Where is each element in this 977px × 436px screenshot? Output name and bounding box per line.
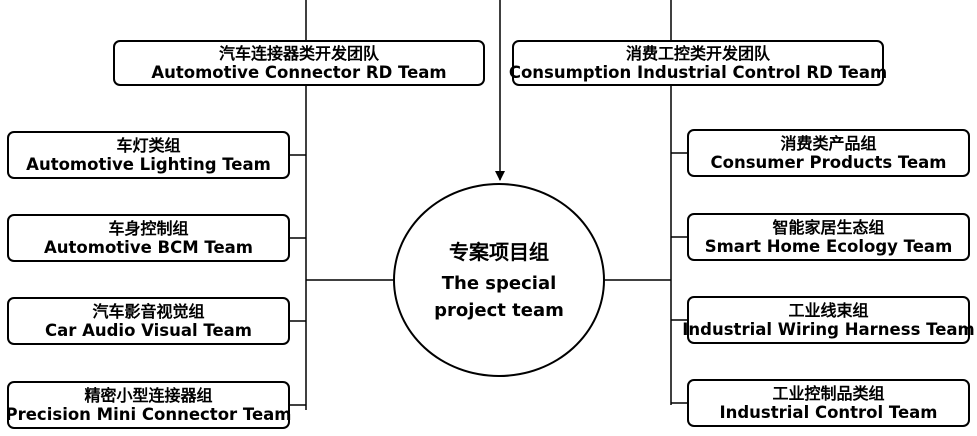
right-team-1-en: Consumer Products Team <box>710 152 947 172</box>
left-team-box-4: 精密小型连接器组 Precision Mini Connector Team <box>5 381 292 429</box>
center-title-en-line2: project team <box>434 299 564 321</box>
right-team-3-zh: 工业线束组 <box>788 300 869 320</box>
automotive-group-zh: 汽车连接器类开发团队 <box>218 43 379 63</box>
automotive-connector-team-box: 汽车连接器类开发团队 Automotive Connector RD Team <box>113 40 485 86</box>
left-team-box-3: 汽车影音视觉组 Car Audio Visual Team <box>7 297 290 345</box>
left-team-box-1: 车灯类组 Automotive Lighting Team <box>7 131 290 179</box>
left-team-4-en: Precision Mini Connector Team <box>5 404 292 424</box>
right-team-box-3: 工业线束组 Industrial Wiring Harness Team <box>682 296 975 344</box>
right-team-box-4: 工业控制品类组 Industrial Control Team <box>687 379 970 427</box>
left-team-1-en: Automotive Lighting Team <box>26 154 271 174</box>
center-title-zh: 专案项目组 <box>449 240 549 265</box>
special-project-team-circle: 专案项目组 The special project team <box>393 183 605 377</box>
right-team-box-1: 消费类产品组 Consumer Products Team <box>687 129 970 177</box>
left-team-box-2: 车身控制组 Automotive BCM Team <box>7 214 290 262</box>
left-team-2-en: Automotive BCM Team <box>44 237 253 257</box>
consumption-group-en: Consumption Industrial Control RD Team <box>508 62 888 82</box>
left-team-4-zh: 精密小型连接器组 <box>84 385 213 405</box>
consumption-group-zh: 消费工控类开发团队 <box>625 43 770 63</box>
automotive-group-en: Automotive Connector RD Team <box>151 62 447 82</box>
right-team-1-zh: 消费类产品组 <box>780 133 877 153</box>
right-team-4-en: Industrial Control Team <box>719 402 938 422</box>
left-team-2-zh: 车身控制组 <box>108 218 189 238</box>
right-team-2-zh: 智能家居生态组 <box>772 217 885 237</box>
left-team-1-zh: 车灯类组 <box>116 135 181 155</box>
center-title-en-line1: The special <box>441 273 557 295</box>
right-team-box-2: 智能家居生态组 Smart Home Ecology Team <box>687 213 970 261</box>
left-team-3-zh: 汽车影音视觉组 <box>92 301 205 321</box>
right-team-3-en: Industrial Wiring Harness Team <box>682 319 975 339</box>
left-team-3-en: Car Audio Visual Team <box>44 320 252 340</box>
right-team-4-zh: 工业控制品类组 <box>772 383 885 403</box>
right-team-2-en: Smart Home Ecology Team <box>704 236 953 256</box>
consumption-industrial-team-box: 消费工控类开发团队 Consumption Industrial Control… <box>508 40 888 86</box>
